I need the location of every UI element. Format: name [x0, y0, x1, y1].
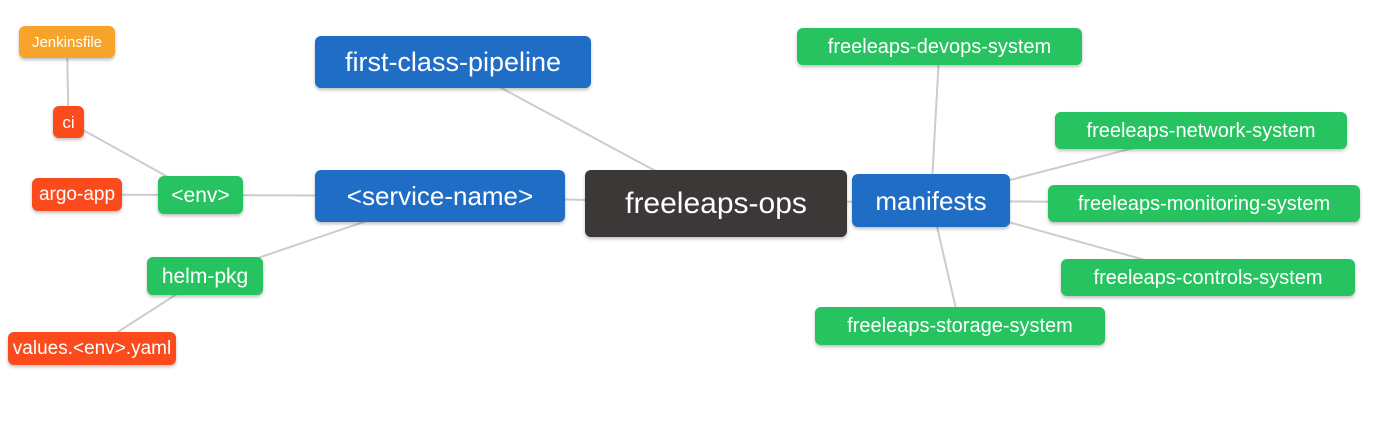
node-label: <env> [171, 183, 230, 207]
node-label: argo-app [38, 184, 116, 205]
node-label: <service-name> [346, 181, 534, 211]
node-storage-system[interactable]: freeleaps-storage-system [815, 307, 1105, 345]
node-manifests[interactable]: manifests [852, 174, 1010, 227]
node-ci[interactable]: ci [53, 106, 84, 138]
node-label: freeleaps-controls-system [1093, 266, 1323, 289]
node-devops-system[interactable]: freeleaps-devops-system [797, 28, 1082, 65]
node-label: helm-pkg [161, 264, 249, 288]
node-jenkinsfile[interactable]: Jenkinsfile [19, 26, 115, 58]
node-helm-pkg[interactable]: helm-pkg [147, 257, 263, 295]
node-label: manifests [875, 185, 987, 216]
node-label: freeleaps-monitoring-system [1077, 192, 1331, 215]
node-label: Jenkinsfile [31, 33, 103, 51]
node-service-name[interactable]: <service-name> [315, 170, 565, 222]
node-label: freeleaps-devops-system [827, 35, 1052, 58]
node-label: freeleaps-network-system [1086, 119, 1316, 142]
node-env[interactable]: <env> [158, 176, 243, 214]
node-network-system[interactable]: freeleaps-network-system [1055, 112, 1347, 149]
node-label: first-class-pipeline [344, 46, 562, 77]
node-label: freeleaps-storage-system [847, 315, 1073, 337]
node-monitoring-system[interactable]: freeleaps-monitoring-system [1048, 185, 1360, 222]
node-label: freeleaps-ops [625, 186, 807, 220]
node-values-env-yaml[interactable]: values.<env>.yaml [8, 332, 176, 365]
node-argo-app[interactable]: argo-app [32, 178, 122, 211]
node-label: values.<env>.yaml [12, 338, 172, 359]
node-controls-system[interactable]: freeleaps-controls-system [1061, 259, 1355, 296]
node-label: ci [62, 112, 75, 132]
node-freeleaps-ops[interactable]: freeleaps-ops [585, 170, 847, 237]
node-first-class-pipeline[interactable]: first-class-pipeline [315, 36, 591, 88]
